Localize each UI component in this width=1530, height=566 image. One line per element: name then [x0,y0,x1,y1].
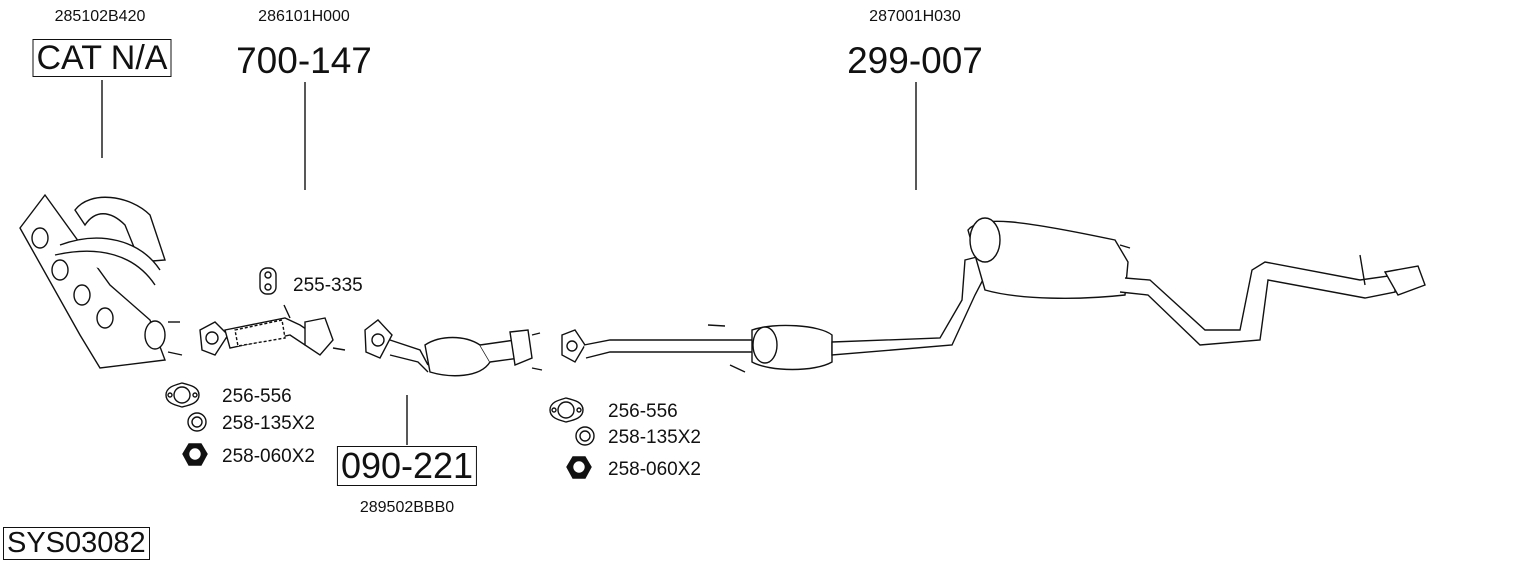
oem-number: 285102B420 [54,8,146,25]
nut-icon [182,443,208,466]
oem-number: 286101H000 [258,8,350,25]
part-ref: 700-147 [236,40,372,81]
ring-icon [187,412,207,432]
rear-silencer-system [561,217,1426,373]
exhaust-manifold [19,193,183,369]
part-ref: 299-007 [847,40,983,81]
part-ref-box: CAT N/A [32,39,172,77]
catalytic-converter [364,319,543,377]
oem-number: 289502BBB0 [359,499,455,516]
gasket-label: 256-556 [222,386,292,407]
nut-label: 258-060X2 [608,459,701,480]
gasket-icon [549,397,584,423]
clamp-label: 255-335 [293,275,363,296]
ring-icon [575,426,595,446]
gasket-icon [165,382,200,408]
gasket-label: 256-556 [608,401,678,422]
front-pipe [199,304,346,356]
ring-label: 258-135X2 [222,413,315,434]
clamp-icon [259,267,277,295]
nut-label: 258-060X2 [222,446,315,467]
system-id: SYS03082 [3,527,150,560]
nut-icon [566,456,592,479]
oem-number: 287001H030 [869,8,961,25]
part-ref-box: 090-221 [336,446,478,486]
ring-label: 258-135X2 [608,427,701,448]
